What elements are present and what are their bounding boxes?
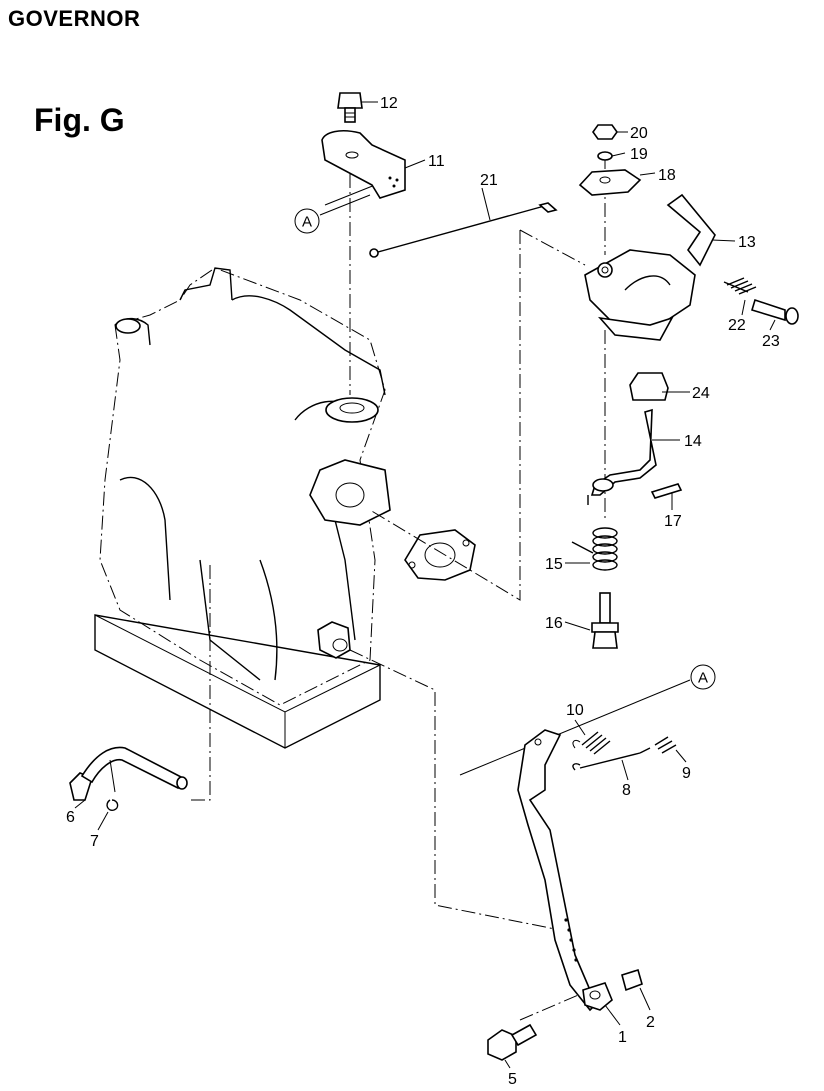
lever-14 [587,408,657,505]
clip-7 [106,799,119,812]
part-label-9: 9 [682,765,691,782]
bolt-5 [487,1023,538,1061]
control-bracket-13 [584,193,716,341]
part-label-15: 15 [545,556,563,573]
bracket-11 [321,130,406,199]
gasket [404,529,476,581]
rod-21 [369,202,558,258]
part-label-24: 24 [692,385,710,402]
part-label-16: 16 [545,615,563,632]
part-label-6: 6 [66,809,75,826]
reference-a-top-label: A [302,214,312,231]
nut-2 [621,968,643,992]
reference-callout-a-top: A [294,208,320,234]
part-label-14: 14 [684,433,702,450]
part-label-1: 1 [618,1029,627,1046]
figure-label: Fig. G [34,102,125,138]
part-label-2: 2 [646,1014,655,1031]
bolt-12 [337,92,363,123]
part-label-22: 22 [728,317,746,334]
spring-10 [572,731,611,755]
part-label-10: 10 [566,702,584,719]
part-label-8: 8 [622,782,631,799]
part-label-12: 12 [380,95,398,112]
spring-15 [571,527,618,571]
shaft-6 [69,746,188,801]
part-label-17: 17 [664,513,682,530]
shaft-16 [591,592,619,649]
part-label-13: 13 [738,234,756,251]
part-label-5: 5 [508,1071,517,1088]
rod-8 [572,747,651,771]
reference-a-bottom-label: A [698,670,708,687]
assembly-lines [190,150,691,1021]
engine-block [94,267,391,749]
page-title: GOVERNOR [8,6,141,31]
part-number-labels: 12 11 21 20 19 18 13 22 23 24 14 17 15 1… [66,95,780,1088]
reference-callout-a-bottom: A [690,664,716,690]
callout-leaders [74,101,776,1069]
screw-23 [751,298,799,325]
part-label-11: 11 [428,153,445,170]
part-label-19: 19 [630,146,648,163]
part-label-7: 7 [90,833,99,850]
cap-24 [629,372,669,401]
part-label-21: 21 [480,172,498,189]
clamp-1 [582,982,613,1011]
link-18 [578,169,642,196]
spring-22 [723,277,757,295]
governor-arm [517,729,602,1012]
part-label-20: 20 [630,125,648,142]
part-label-18: 18 [658,167,676,184]
spring-9 [654,736,677,754]
part-label-23: 23 [762,333,780,350]
pin-17 [650,483,683,499]
nut-20 [592,124,618,140]
washer-19 [597,151,613,161]
